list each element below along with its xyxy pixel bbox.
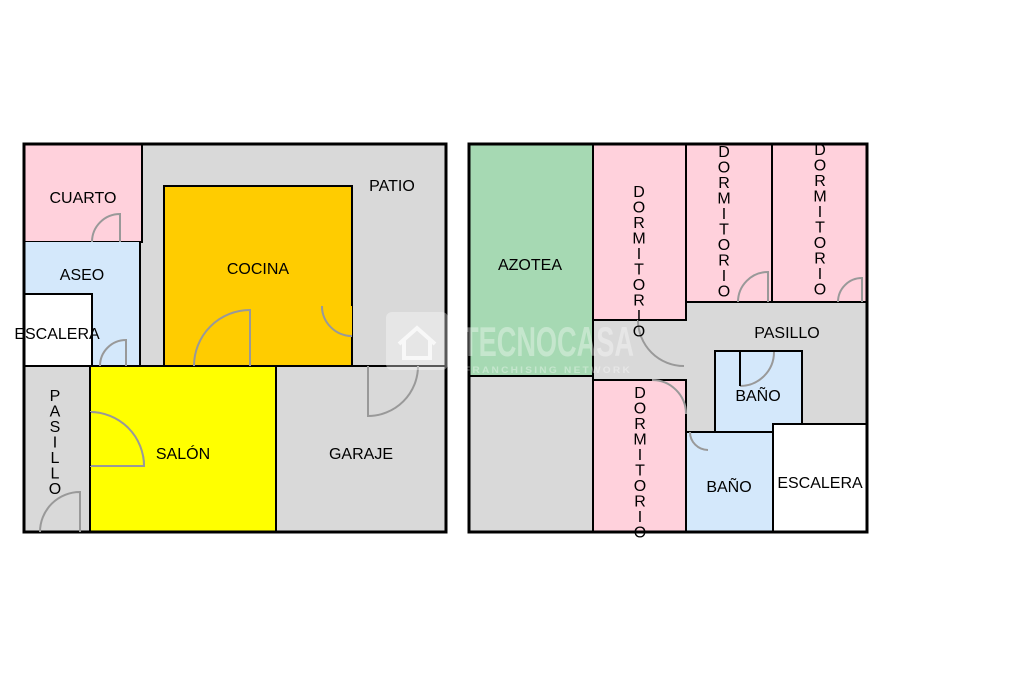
tecnocasa-watermark: TECNOCASA FRANCHISING NETWORK xyxy=(386,312,634,375)
cuarto-door xyxy=(91,212,121,243)
aseo-room-upper xyxy=(24,242,140,294)
salon-door-arc xyxy=(89,411,146,467)
escalera-label-floor-1: ESCALERA xyxy=(14,326,100,343)
garaje-door xyxy=(367,365,419,418)
cuarto-room xyxy=(23,143,143,243)
cocina-label: COCINA xyxy=(227,261,290,278)
floor-2-doors xyxy=(637,270,863,451)
bano-1-door xyxy=(739,351,775,387)
floor-1-outer-wall xyxy=(22,142,448,534)
dormitorio-3-room xyxy=(771,143,868,303)
escalera-room-floor-2 xyxy=(772,423,868,533)
garaje-label: GARAJE xyxy=(329,446,393,463)
aseo-room-lower xyxy=(92,294,140,366)
dormitorio-1-door xyxy=(637,319,685,367)
azotea-room xyxy=(468,143,594,377)
azotea-label: AZOTEA xyxy=(498,257,562,274)
bano-1-room xyxy=(714,350,803,433)
pasillo-label-floor-2: PASILLO xyxy=(754,325,820,342)
floor-2-outer-wall xyxy=(467,142,869,534)
lower-left-area xyxy=(468,375,594,533)
patio-label: PATIO xyxy=(369,178,415,195)
floor-1-plan: CUARTO ASEO ESCALERA COCINA PATIO SALÓN … xyxy=(14,142,448,534)
aseo-label: ASEO xyxy=(60,267,104,284)
cuarto-label: CUARTO xyxy=(50,190,117,207)
dormitorio-3-door xyxy=(837,276,863,303)
bano-1-label: BAÑO xyxy=(735,385,780,405)
escalera-door xyxy=(99,338,127,367)
salon-label: SALÓN xyxy=(156,444,210,463)
logo-box xyxy=(386,312,448,370)
cocina-side-door xyxy=(321,305,353,337)
bano-2-label: BAÑO xyxy=(706,476,751,496)
escalera-label-floor-2: ESCALERA xyxy=(777,475,863,492)
pasillo-exit-door xyxy=(39,490,81,533)
house-icon xyxy=(397,325,437,360)
dormitorio-2-door xyxy=(737,270,769,303)
watermark-tagline: FRANCHISING NETWORK xyxy=(464,365,632,375)
bano-2-door xyxy=(689,431,709,451)
cocina-door xyxy=(193,308,251,367)
dormitorio-4-door xyxy=(651,379,687,415)
watermark-brand: TECNOCASA xyxy=(462,318,634,365)
salon-door-fill xyxy=(90,412,144,466)
